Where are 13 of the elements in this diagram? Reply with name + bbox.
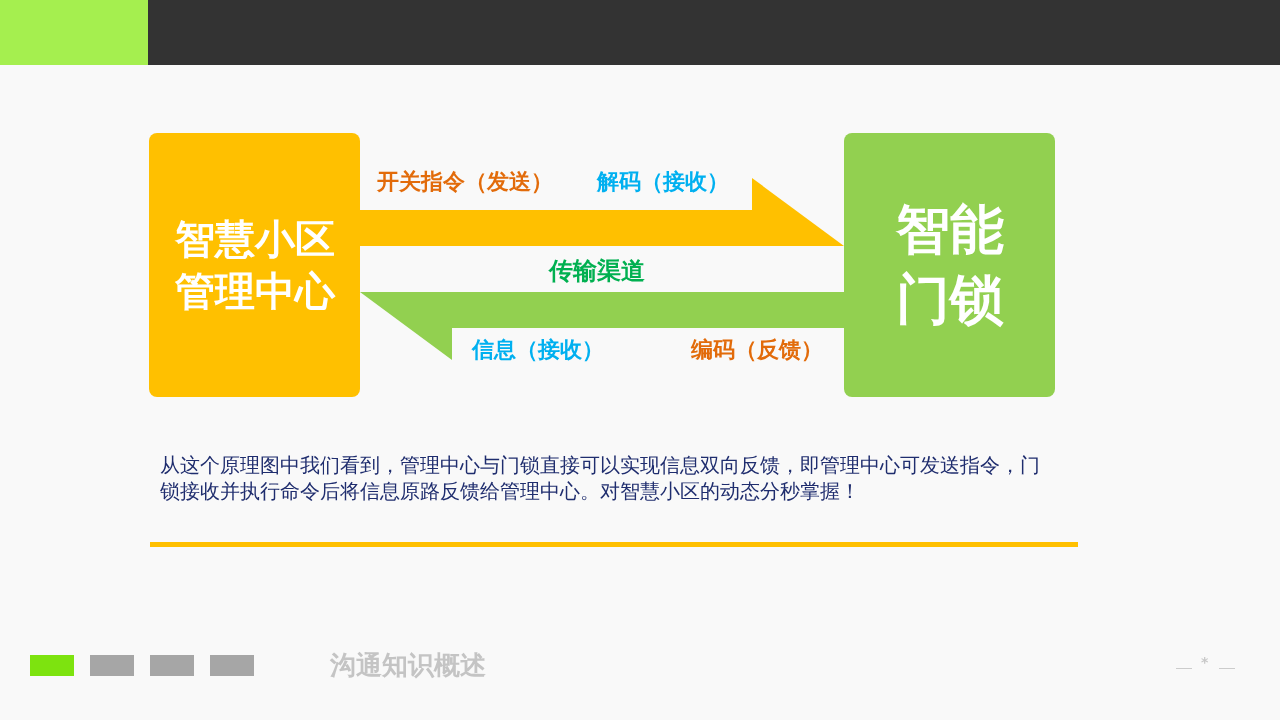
page-marker: * bbox=[1201, 654, 1209, 670]
node-title: 智慧小区管理中心 bbox=[173, 215, 337, 316]
node-title: 智能门锁 bbox=[894, 196, 1005, 333]
process-box bbox=[149, 133, 360, 397]
channel-label: 传输渠道 bbox=[549, 256, 645, 287]
arrow-label: 解码（接收） bbox=[597, 168, 729, 196]
edge-label: 开关指令（发送） bbox=[377, 168, 553, 196]
description-paragraph: 从这个原理图中我们看到，管理中心与门锁直接可以实现信息双向反馈，即管理中心可发送指令，门锁接收并执行命令后将信息原路反馈给管理中心。对智慧小区的动态分秒掌握！ bbox=[160, 452, 1041, 504]
flow-arrow bbox=[360, 292, 844, 360]
flow-arrow bbox=[360, 178, 844, 246]
arrow-label: 信息（接收） bbox=[472, 336, 604, 364]
process-box bbox=[844, 133, 1055, 397]
edge-label: 编码（反馈） bbox=[691, 336, 823, 364]
